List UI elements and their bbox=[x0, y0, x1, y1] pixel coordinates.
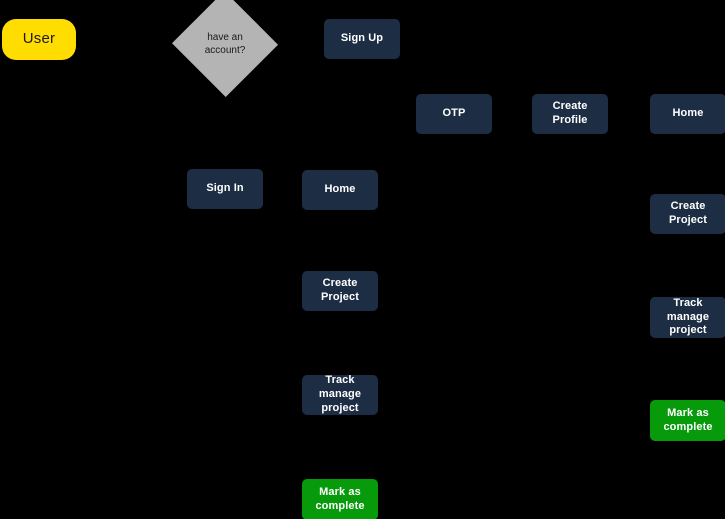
node-track-manage-project-right[interactable]: Track manage project bbox=[650, 297, 725, 338]
node-sign-up[interactable]: Sign Up bbox=[324, 19, 400, 59]
node-create-project-mid[interactable]: Create Project bbox=[302, 271, 378, 311]
node-mark-as-complete-right-label: Mark as complete bbox=[663, 406, 713, 433]
node-otp-label: OTP bbox=[442, 107, 466, 120]
node-sign-in[interactable]: Sign In bbox=[187, 169, 263, 209]
node-have-account-decision[interactable]: have an account? bbox=[171, 0, 279, 98]
node-mark-as-complete-right[interactable]: Mark as complete bbox=[650, 400, 725, 441]
node-sign-up-label: Sign Up bbox=[340, 32, 384, 45]
node-create-project-right-label: Create Project bbox=[669, 200, 707, 226]
node-user-label: User bbox=[22, 30, 56, 48]
node-home-signin-flow-label: Home bbox=[324, 183, 356, 196]
node-create-project-right[interactable]: Create Project bbox=[650, 194, 725, 234]
node-create-project-mid-label: Create Project bbox=[321, 277, 359, 303]
node-mark-as-complete-mid[interactable]: Mark as complete bbox=[302, 479, 378, 519]
node-otp[interactable]: OTP bbox=[416, 94, 492, 134]
node-home-signup-flow-label: Home bbox=[672, 107, 704, 120]
node-create-profile-label: Create Profile bbox=[552, 100, 588, 126]
node-home-signup-flow[interactable]: Home bbox=[650, 94, 725, 134]
node-sign-in-label: Sign In bbox=[206, 182, 244, 195]
node-mark-as-complete-mid-label: Mark as complete bbox=[315, 485, 365, 512]
node-track-manage-project-mid-label: Track manage project bbox=[318, 374, 362, 414]
node-have-account-label: have an account? bbox=[204, 31, 246, 57]
node-create-profile[interactable]: Create Profile bbox=[532, 94, 608, 134]
node-track-manage-project-mid[interactable]: Track manage project bbox=[302, 374, 378, 415]
node-track-manage-project-right-label: Track manage project bbox=[666, 296, 710, 337]
node-user[interactable]: User bbox=[2, 19, 76, 60]
node-home-signin-flow[interactable]: Home bbox=[302, 170, 378, 210]
